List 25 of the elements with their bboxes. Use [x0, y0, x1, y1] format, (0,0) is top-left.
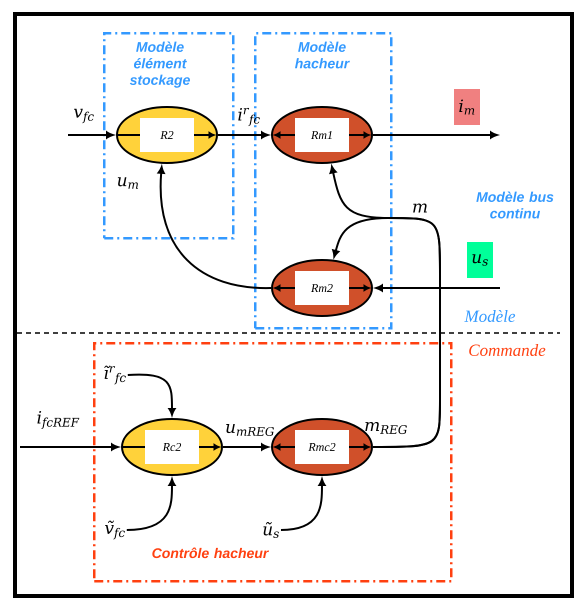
- arrow: [332, 217, 441, 448]
- signal-label: v$_{fc}$: [74, 108, 94, 124]
- signal-label: ĩ$^{r}$fc: [104, 366, 126, 384]
- section-label: Commande: [469, 344, 546, 356]
- signal-label: i$_{fcREF}$: [37, 410, 80, 430]
- arrow: [223, 443, 269, 451]
- arrow: [280, 478, 326, 531]
- arrow: [128, 374, 176, 416]
- signal-label: u$_{mREG}$: [226, 424, 274, 436]
- signal-label: m: [413, 203, 427, 213]
- arrow: [20, 443, 119, 451]
- signal-label: i$^{r}$fc: [238, 108, 260, 126]
- signal-label: ṽ$_{fc}$: [105, 520, 125, 540]
- signal-label: u$_{m}$: [118, 177, 138, 189]
- arrow: [126, 478, 176, 531]
- arrow: [68, 131, 114, 139]
- arrow: [158, 166, 272, 289]
- section-label: Modèle: [464, 310, 516, 322]
- arrow: [218, 131, 269, 139]
- signal-label: ũ$_{s}$: [263, 522, 279, 538]
- signal-box: u$_{s}$: [467, 242, 493, 278]
- signal-box: i$_{m}$: [454, 89, 480, 125]
- arrow: [373, 131, 498, 139]
- section-label: Modèle bus continu: [476, 192, 554, 218]
- arrow: [375, 284, 500, 292]
